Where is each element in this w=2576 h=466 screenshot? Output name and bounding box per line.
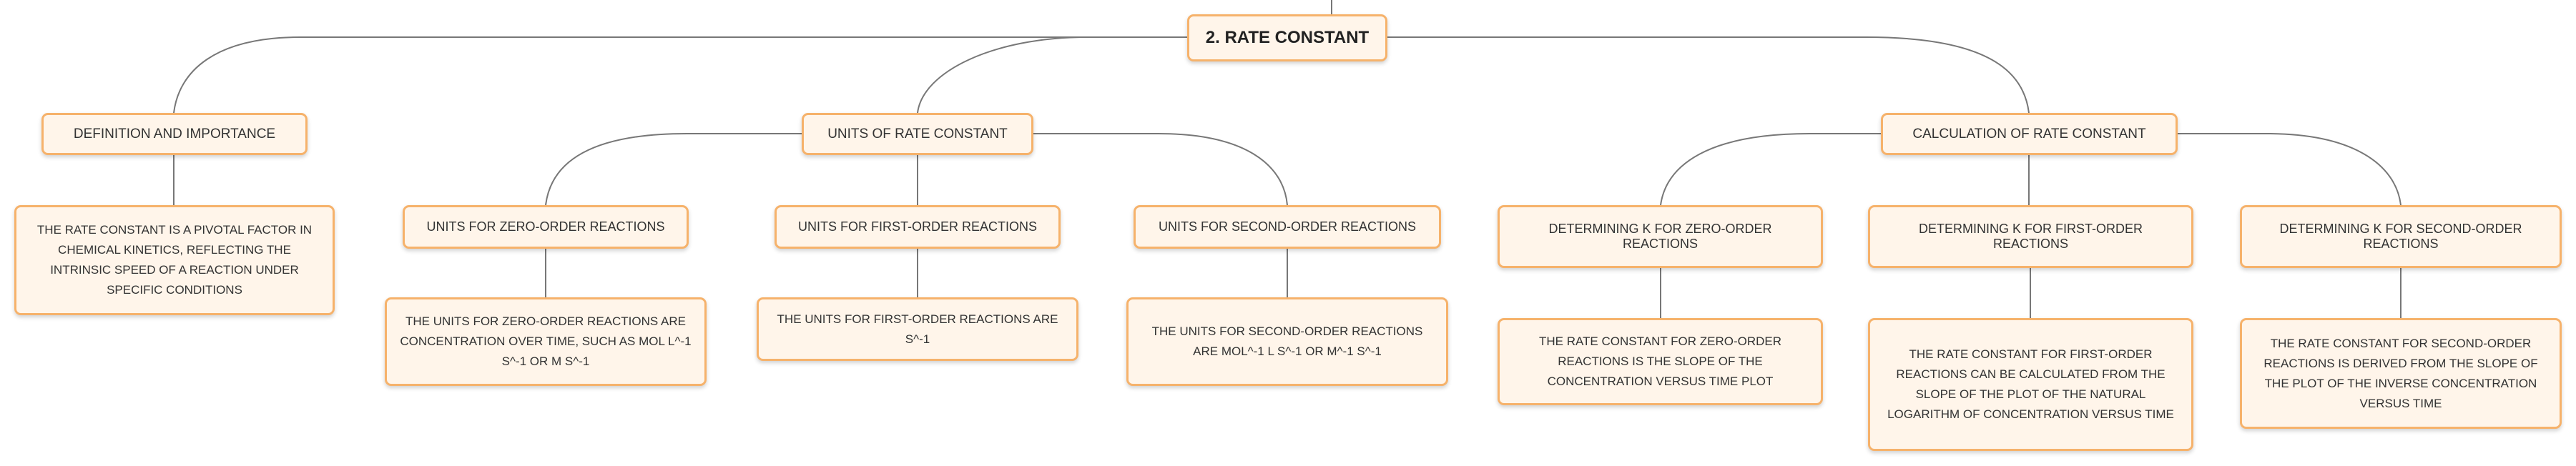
node-determining-k-first-order[interactable]: DETERMINING K FOR FIRST-ORDER REACTIONS (1868, 205, 2193, 268)
node-text: THE UNITS FOR FIRST-ORDER REACTIONS ARE … (777, 312, 1058, 346)
node-label: UNITS FOR ZERO-ORDER REACTIONS (426, 219, 665, 234)
node-calculation-of-rate-constant[interactable]: CALCULATION OF RATE CONSTANT (1881, 113, 2178, 155)
connector-root-to-calculation (1387, 36, 2030, 114)
node-determining-k-second-order[interactable]: DETERMINING K FOR SECOND-ORDER REACTIONS (2240, 205, 2562, 268)
node-label: CALCULATION OF RATE CONSTANT (1912, 126, 2146, 142)
node-units-second-order-detail[interactable]: THE UNITS FOR SECOND-ORDER REACTIONS ARE… (1126, 297, 1448, 386)
node-determining-k-second-order-detail[interactable]: THE RATE CONSTANT FOR SECOND-ORDER REACT… (2240, 318, 2562, 429)
connector-units-to-zero (545, 133, 918, 206)
node-determining-k-zero-order-detail[interactable]: THE RATE CONSTANT FOR ZERO-ORDER REACTIO… (1498, 318, 1823, 405)
node-label: UNITS OF RATE CONSTANT (827, 126, 1008, 142)
connector-calc-to-second (2178, 133, 2402, 206)
node-units-second-order[interactable]: UNITS FOR SECOND-ORDER REACTIONS (1134, 205, 1441, 249)
node-label: DETERMINING K FOR FIRST-ORDER REACTIONS (1918, 222, 2143, 251)
node-units-zero-order-detail[interactable]: THE UNITS FOR ZERO-ORDER REACTIONS ARE C… (385, 297, 707, 386)
node-text: THE RATE CONSTANT FOR FIRST-ORDER REACTI… (1887, 347, 2174, 421)
node-determining-k-zero-order[interactable]: DETERMINING K FOR ZERO-ORDER REACTIONS (1498, 205, 1823, 268)
node-definition-detail[interactable]: THE RATE CONSTANT IS A PIVOTAL FACTOR IN… (14, 205, 335, 315)
node-text: THE RATE CONSTANT FOR ZERO-ORDER REACTIO… (1538, 334, 1782, 388)
connector-units-to-second (1032, 133, 1288, 206)
node-text: THE UNITS FOR ZERO-ORDER REACTIONS ARE C… (400, 314, 692, 368)
node-units-first-order[interactable]: UNITS FOR FIRST-ORDER REACTIONS (775, 205, 1061, 249)
connector-calc-to-zero (1660, 133, 2029, 206)
node-label: DETERMINING K FOR ZERO-ORDER REACTIONS (1548, 222, 1772, 251)
node-text: THE RATE CONSTANT FOR SECOND-ORDER REACT… (2263, 336, 2538, 410)
node-definition-and-importance[interactable]: DEFINITION AND IMPORTANCE (41, 113, 308, 155)
node-units-of-rate-constant[interactable]: UNITS OF RATE CONSTANT (802, 113, 1033, 155)
node-text: THE UNITS FOR SECOND-ORDER REACTIONS ARE… (1151, 324, 1423, 358)
node-text: THE RATE CONSTANT IS A PIVOTAL FACTOR IN… (36, 223, 313, 297)
node-label: UNITS FOR FIRST-ORDER REACTIONS (797, 219, 1037, 234)
node-label: DEFINITION AND IMPORTANCE (73, 126, 276, 142)
node-label: UNITS FOR SECOND-ORDER REACTIONS (1158, 219, 1417, 234)
node-units-first-order-detail[interactable]: THE UNITS FOR FIRST-ORDER REACTIONS ARE … (757, 297, 1078, 361)
node-units-zero-order[interactable]: UNITS FOR ZERO-ORDER REACTIONS (403, 205, 689, 249)
connector-root-to-definition (173, 36, 1187, 114)
root-label: 2. RATE CONSTANT (1205, 28, 1370, 47)
node-determining-k-first-order-detail[interactable]: THE RATE CONSTANT FOR FIRST-ORDER REACTI… (1868, 318, 2193, 451)
root-node[interactable]: 2. RATE CONSTANT (1187, 14, 1387, 61)
node-label: DETERMINING K FOR SECOND-ORDER REACTIONS (2279, 222, 2522, 251)
connector-root-to-units (917, 36, 1187, 114)
